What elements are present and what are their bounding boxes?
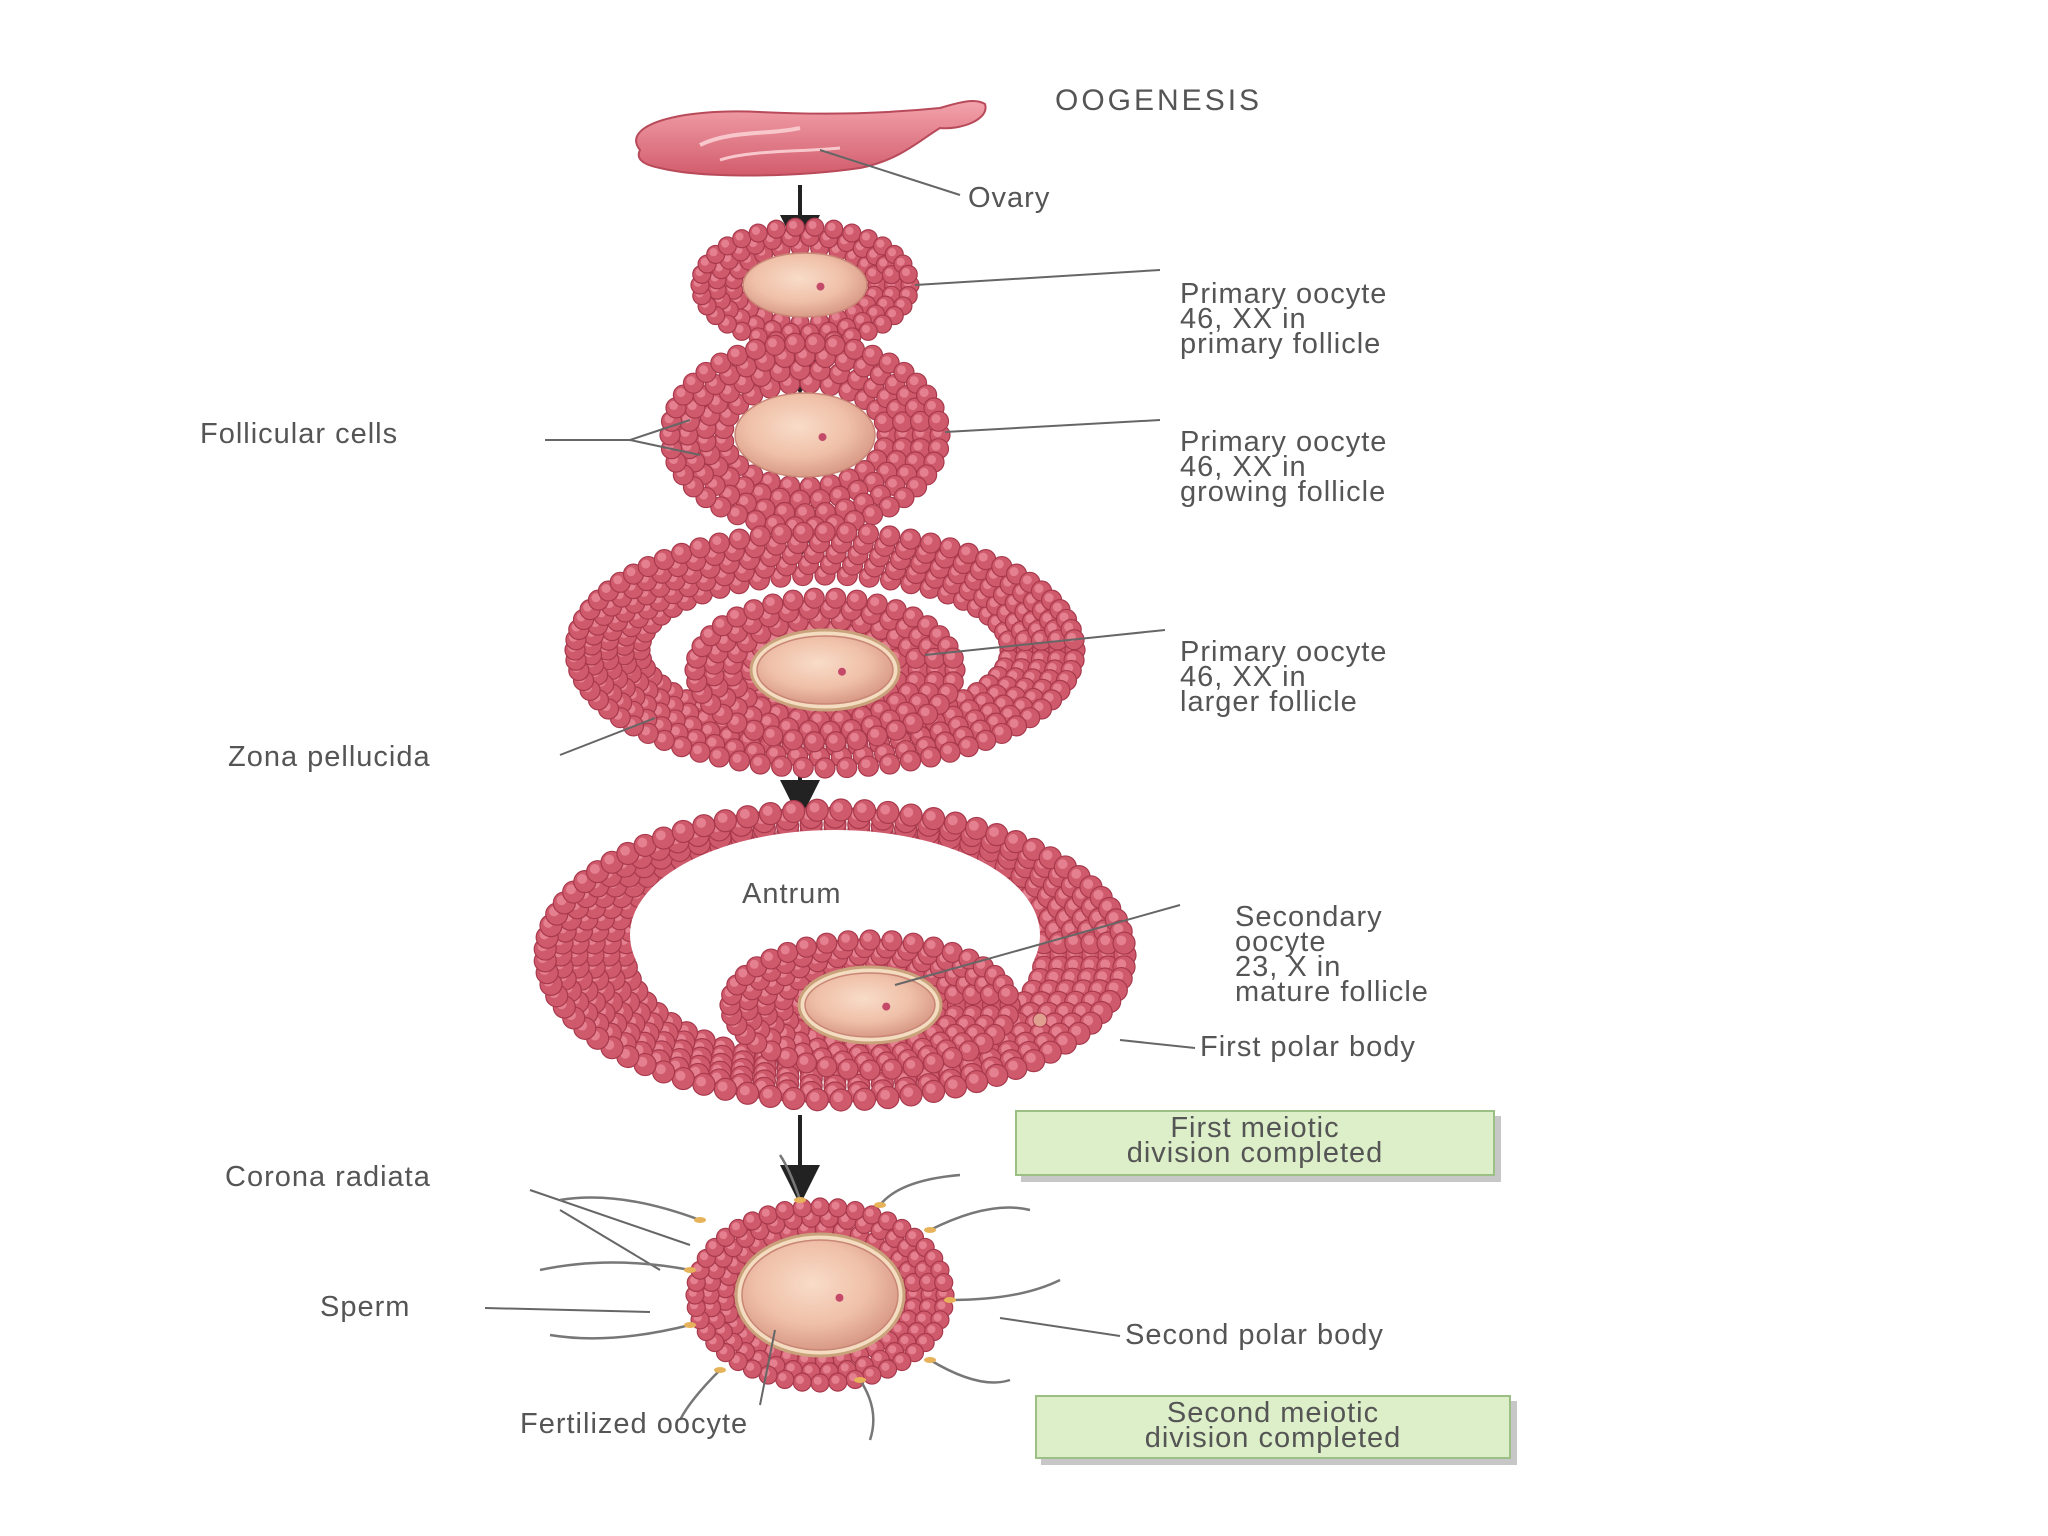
- label-fertilized-oocyte: Fertilized oocyte: [520, 1408, 749, 1440]
- leader-lines: [484, 149, 1196, 1406]
- label-first-polar-body: First polar body: [1200, 1031, 1416, 1063]
- label-second-polar-body: Second polar body: [1125, 1319, 1384, 1351]
- label-zona-pellucida: Zona pellucida: [228, 741, 431, 773]
- mature-follicle: [533, 798, 1137, 1112]
- label-ovary: Ovary: [968, 182, 1051, 214]
- primary-follicle: [690, 217, 920, 353]
- growing-follicle: [659, 332, 951, 538]
- diagram-title: OOGENESIS: [1055, 84, 1263, 117]
- sperm-group: [539, 1154, 1061, 1441]
- label-sperm: Sperm: [320, 1291, 411, 1323]
- fertilized-oocyte-cluster: [685, 1197, 955, 1393]
- label-antrum: Antrum: [742, 878, 842, 910]
- label-corona-radiata: Corona radiata: [225, 1161, 431, 1193]
- larger-follicle: [564, 521, 1086, 779]
- label-follicular-cells: Follicular cells: [200, 418, 399, 450]
- ovary-illustration: [635, 100, 987, 177]
